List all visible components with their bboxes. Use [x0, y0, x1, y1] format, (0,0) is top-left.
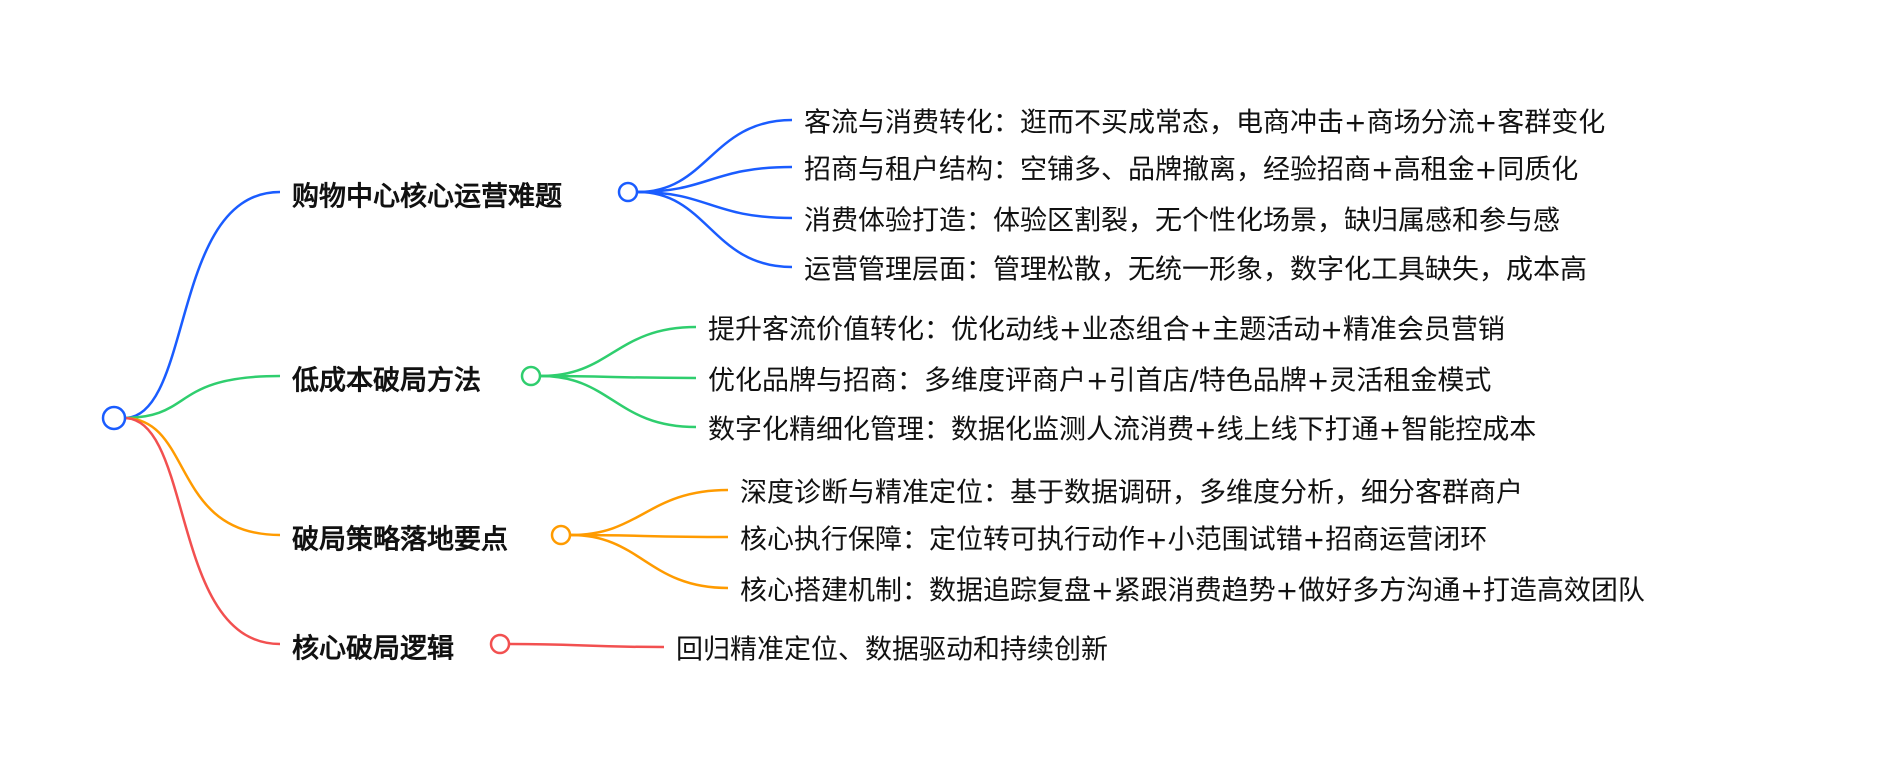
root-connector — [123, 190, 281, 420]
leaf-connector — [637, 118, 793, 194]
leaf-item[interactable]: 招商与租户结构：空铺多、品牌撤离，经验招商+高租金+同质化 — [804, 154, 1579, 186]
leaf-connector — [509, 642, 665, 649]
branch-collapse-toggle[interactable] — [550, 524, 572, 546]
leaf-item[interactable]: 客流与消费转化：逛而不买成常态，电商冲击+商场分流+客群变化 — [804, 107, 1606, 139]
branch-collapse-toggle[interactable] — [489, 633, 511, 655]
leaf-connector — [540, 325, 697, 378]
branch-operation-problems[interactable]: 购物中心核心运营难题 — [292, 181, 562, 213]
branch-strategy-keypoints[interactable]: 破局策略落地要点 — [292, 524, 508, 556]
leaf-connector — [570, 488, 729, 537]
leaf-connector — [570, 533, 729, 590]
branch-collapse-toggle[interactable] — [617, 181, 639, 203]
root-connector — [123, 374, 281, 420]
leaf-item[interactable]: 数字化精细化管理：数据化监测人流消费+线上线下打通+智能控成本 — [708, 414, 1537, 446]
root-connector — [123, 416, 281, 537]
leaf-item[interactable]: 核心搭建机制：数据追踪复盘+紧跟消费趋势+做好多方沟通+打造高效团队 — [740, 575, 1645, 607]
leaf-item[interactable]: 运营管理层面：管理松散，无统一形象，数字化工具缺失，成本高 — [804, 254, 1587, 286]
leaf-item[interactable]: 提升客流价值转化：优化动线+业态组合+主题活动+精准会员营销 — [708, 314, 1505, 346]
leaf-connector — [637, 165, 793, 194]
leaf-connector — [540, 374, 697, 380]
leaf-connector — [540, 374, 697, 429]
leaf-item[interactable]: 核心执行保障：定位转可执行动作+小范围试错+招商运营闭环 — [740, 524, 1488, 556]
root-node[interactable] — [101, 405, 127, 431]
branch-collapse-toggle[interactable] — [520, 365, 542, 387]
leaf-connector — [637, 190, 793, 220]
leaf-connector — [570, 533, 729, 539]
leaf-item[interactable]: 消费体验打造：体验区割裂，无个性化场景，缺归属感和参与感 — [804, 205, 1560, 237]
leaf-item[interactable]: 回归精准定位、数据驱动和持续创新 — [676, 634, 1108, 666]
leaf-item[interactable]: 深度诊断与精准定位：基于数据调研，多维度分析，细分客群商户 — [740, 477, 1523, 509]
branch-low-cost-methods[interactable]: 低成本破局方法 — [292, 365, 481, 397]
leaf-connector — [637, 190, 793, 269]
root-connector — [123, 416, 281, 646]
leaf-item[interactable]: 优化品牌与招商：多维度评商户+引首店/特色品牌+灵活租金模式 — [708, 365, 1492, 397]
branch-core-logic[interactable]: 核心破局逻辑 — [292, 633, 454, 665]
